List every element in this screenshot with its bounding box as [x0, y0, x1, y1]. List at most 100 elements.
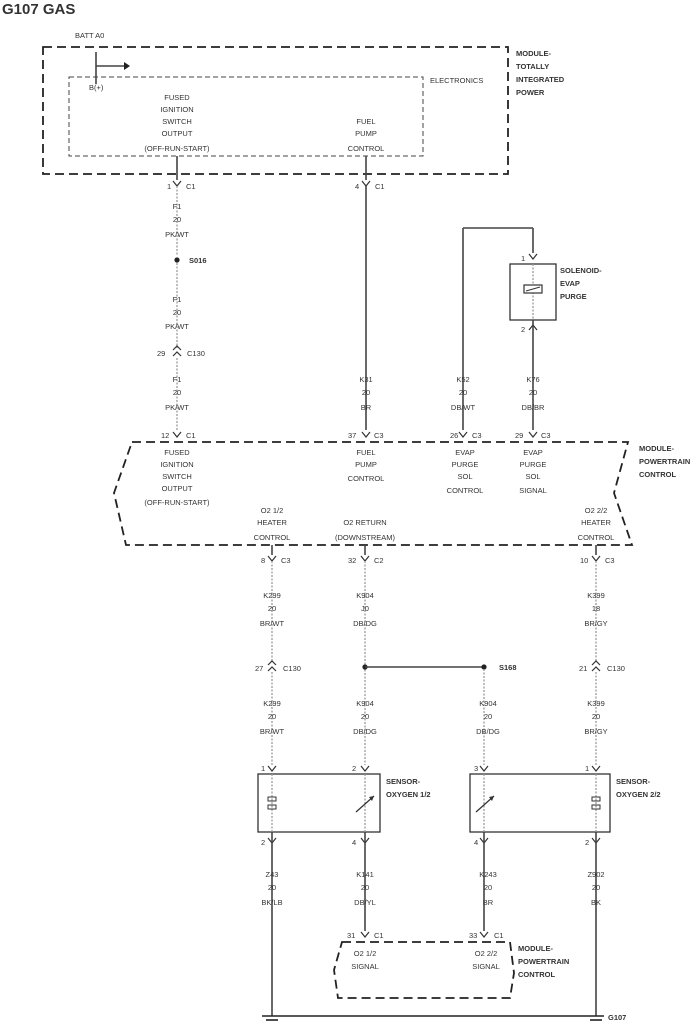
- pcm-sig22-line: SIGNAL: [472, 962, 500, 971]
- connector-label: C130: [283, 664, 301, 673]
- pcm-bottom-name-line: MODULE-: [518, 944, 553, 953]
- solenoid-label-line: SOLENOID-: [560, 266, 602, 275]
- connector-label: C1: [494, 931, 504, 940]
- wire-color: DB/DG: [353, 619, 377, 628]
- tipm-name-line: INTEGRATED: [516, 75, 565, 84]
- pin-number: 32: [348, 556, 356, 565]
- wire-color: DB/BR: [522, 403, 546, 412]
- wire-code: K141: [356, 870, 374, 879]
- tipm-fused-line: (OFF-RUN-START): [144, 144, 210, 153]
- wire-color: DB/YL: [354, 898, 376, 907]
- pcm-evap-sig-line: PURGE: [520, 460, 547, 469]
- pcm-fused-line: (OFF-RUN-START): [144, 498, 210, 507]
- wire-code: Z43: [266, 870, 279, 879]
- bplus-arrow-icon: [124, 62, 130, 70]
- pcm-o2-22-line: O2 2/2: [585, 506, 608, 515]
- connector-label: C130: [607, 664, 625, 673]
- pin-number: 37: [348, 431, 356, 440]
- tipm-name: MODULE- TOTALLY INTEGRATED POWER: [516, 49, 565, 97]
- tipm-fuel-line: PUMP: [355, 129, 377, 138]
- pcm-fuel-pump-label: FUEL PUMP CONTROL: [348, 448, 385, 483]
- connector-icon: [591, 765, 601, 772]
- solenoid-label-line: EVAP: [560, 279, 580, 288]
- pcm-o2-return-line: (DOWNSTREAM): [335, 533, 395, 542]
- wire-gauge: 20: [268, 604, 276, 613]
- pcm-evap-sig-line: EVAP: [523, 448, 542, 457]
- pin-number: 31: [347, 931, 355, 940]
- connector-icon: [479, 765, 489, 772]
- variable-resistor-arrow-icon: [369, 796, 374, 801]
- tipm-electronics-box: [68, 76, 424, 157]
- sensor-12-label-line: OXYGEN 1/2: [386, 790, 431, 799]
- pin-number: 2: [585, 838, 589, 847]
- wire-color: BK/LB: [261, 898, 282, 907]
- wire-color: BR/GY: [584, 727, 607, 736]
- wire-gauge: 20: [459, 388, 467, 397]
- tipm-name-line: POWER: [516, 88, 545, 97]
- tipm-fused-line: IGNITION: [160, 105, 193, 114]
- inline-connector-icon: [267, 660, 277, 672]
- wire-code: K31: [359, 375, 372, 384]
- connector-icon: [172, 431, 182, 438]
- pin-number: 26: [450, 431, 458, 440]
- connector-label: C130: [187, 349, 205, 358]
- sensor-12-label-line: SENSOR-: [386, 777, 421, 786]
- sensor-22-label: SENSOR- OXYGEN 2/2: [616, 777, 661, 799]
- splice-label: S016: [189, 256, 207, 265]
- pcm-bottom-module-box: [333, 941, 515, 999]
- pcm-o2-12-signal-label: O2 1/2 SIGNAL: [351, 949, 379, 971]
- pcm-fused-input-label: FUSED IGNITION SWITCH OUTPUT (OFF-RUN-ST…: [144, 448, 210, 507]
- pin-number: 8: [261, 556, 265, 565]
- pcm-evap-ctrl-line: SOL: [457, 472, 472, 481]
- connector-icon: [528, 431, 538, 438]
- pin-number: 12: [161, 431, 169, 440]
- diagram-title: G107 GAS: [2, 1, 75, 18]
- connector-label: C1: [186, 182, 196, 191]
- pcm-evap-sig-line: SIGNAL: [519, 486, 547, 495]
- wire-gauge: 20: [592, 712, 600, 721]
- tipm-module-box: [42, 46, 509, 175]
- splice-label: S168: [499, 663, 517, 672]
- wire-color: BR/WT: [260, 727, 285, 736]
- pin-number: 29: [157, 349, 165, 358]
- pcm-fuel-line: CONTROL: [348, 474, 385, 483]
- wire-color: BK: [591, 898, 601, 907]
- connector-label: C3: [472, 431, 482, 440]
- pcm-o2-22-line: CONTROL: [578, 533, 615, 542]
- heater-element-icon: [591, 796, 601, 810]
- wire-gauge: J0: [361, 604, 369, 613]
- wire-gauge: 20: [484, 712, 492, 721]
- wire-color: BR: [361, 403, 372, 412]
- pin-number: 2: [352, 764, 356, 773]
- pin-number: 1: [167, 182, 171, 191]
- wire-color: DB/DG: [353, 727, 377, 736]
- pin-number: 4: [355, 182, 359, 191]
- pin-number: 1: [585, 764, 589, 773]
- wire-color: BR/WT: [260, 619, 285, 628]
- wire-gauge: 20: [529, 388, 537, 397]
- connector-icon: [267, 765, 277, 772]
- pcm-o2-return-label: O2 RETURN (DOWNSTREAM): [335, 518, 395, 542]
- splice-dot: [481, 664, 487, 670]
- bplus-label: B(+): [89, 83, 104, 92]
- pcm-evap-ctrl-line: CONTROL: [447, 486, 484, 495]
- variable-resistor-arrow-icon: [489, 796, 494, 801]
- wire-code: F1: [173, 295, 182, 304]
- heater-element-icon: [267, 796, 277, 810]
- pcm-fused-line: IGNITION: [160, 460, 193, 469]
- tipm-fused-output-label: FUSED IGNITION SWITCH OUTPUT (OFF-RUN-ST…: [144, 93, 210, 153]
- sensor-oxygen-12: [257, 773, 381, 833]
- pcm-module-box: [113, 441, 634, 546]
- tipm-name-line: MODULE-: [516, 49, 551, 58]
- connector-icon: [360, 555, 370, 562]
- wire-code: K904: [356, 699, 374, 708]
- pin-number: 4: [352, 838, 356, 847]
- pcm-bottom-name-line: POWERTRAIN: [518, 957, 569, 966]
- wire-color: PK/WT: [165, 322, 189, 331]
- pcm-sig12-line: O2 1/2: [354, 949, 377, 958]
- wire-gauge: 20: [361, 712, 369, 721]
- connector-icon: [479, 931, 489, 938]
- wire-code: K399: [587, 699, 605, 708]
- electronics-label: ELECTRONICS: [430, 76, 483, 85]
- pcm-evap-sig-line: SOL: [525, 472, 540, 481]
